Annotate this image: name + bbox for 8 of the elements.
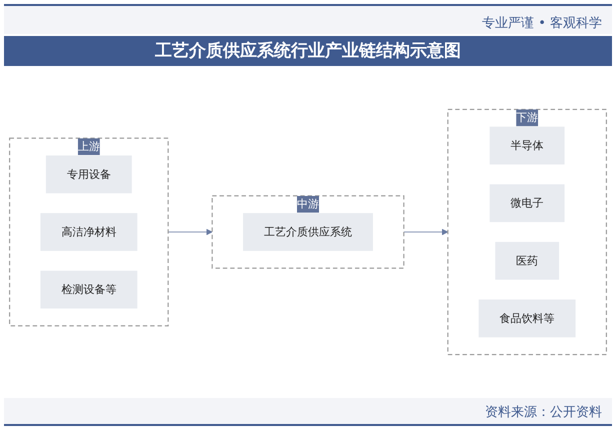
node-box: 半导体 [490,126,565,164]
node-box: 工艺介质供应系统 [243,213,373,251]
arrow [168,228,212,236]
source-note: 资料来源：公开资料 [485,404,602,421]
tagline-text: 专业严谨 • 客观科学 [482,16,602,31]
node-box: 专用设备 [46,155,132,194]
title: 工艺介质供应系统行业产业链结构示意图 [4,36,612,66]
arrow [403,228,448,236]
